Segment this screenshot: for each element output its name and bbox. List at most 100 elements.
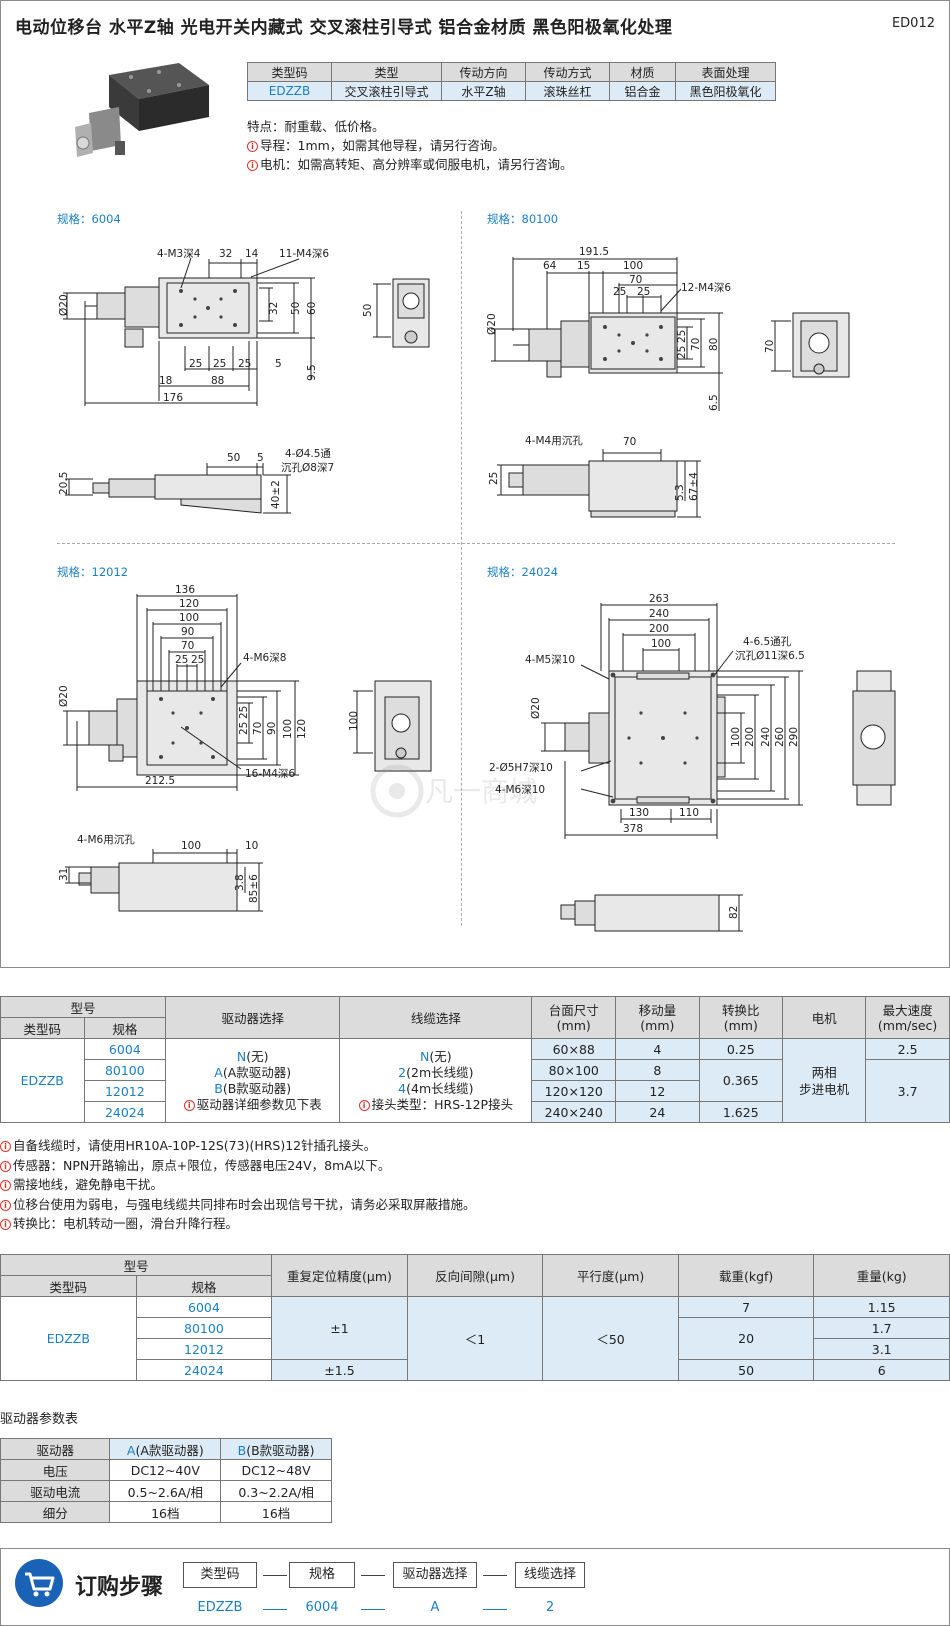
divider-horizontal bbox=[57, 543, 895, 544]
info-icon: i bbox=[0, 1160, 11, 1172]
spec-value: 交叉滚柱引导式 bbox=[331, 81, 442, 101]
dim-label: 50 bbox=[290, 302, 302, 315]
driver-params-caption: 驱动器参数表 bbox=[0, 1412, 79, 1427]
col-driver: 驱动器 bbox=[0, 1438, 111, 1460]
dim-label: 12-M4深6 bbox=[681, 282, 731, 294]
table-size-cell: 120×120 bbox=[531, 1080, 617, 1102]
dim-label: 67±4 bbox=[688, 472, 700, 501]
weight-cell: 1.15 bbox=[813, 1296, 950, 1318]
drawing-panel: 电动位移台 水平Z轴 光电开关内藏式 交叉滚柱引导式 铝合金材质 黑色阳极氧化处… bbox=[0, 0, 950, 968]
speed-cell: 2.5 bbox=[865, 1038, 950, 1060]
dim-label: 11-M4深6 bbox=[279, 248, 329, 260]
info-icon: i bbox=[358, 1099, 370, 1111]
order-connector bbox=[483, 1609, 507, 1610]
order-step-cable: 线缆选择 bbox=[515, 1562, 585, 1588]
dim-label: 25 bbox=[637, 286, 650, 298]
col-weight: 重量(kg) bbox=[813, 1254, 950, 1297]
spec-value: EDZZB bbox=[247, 81, 332, 101]
driver-params-table: 驱动器 A(A款驱动器) B(B款驱动器) 电压 DC12~40V DC12~4… bbox=[0, 1438, 332, 1523]
table-size-cell: 80×100 bbox=[531, 1059, 617, 1081]
driver-b-header: B(B款驱动器) bbox=[220, 1438, 332, 1460]
dim-label: 40±2 bbox=[270, 480, 282, 509]
dim-label: 100 bbox=[348, 711, 360, 731]
size-cell: 24024 bbox=[83, 1101, 167, 1123]
spec-header: 材质 bbox=[609, 62, 676, 82]
dim-label: 191.5 bbox=[579, 246, 609, 258]
order-connector bbox=[263, 1609, 287, 1610]
dim-label: 200 bbox=[649, 623, 669, 635]
travel-cell: 8 bbox=[615, 1059, 700, 1081]
dim-label: 4-6.5通孔 bbox=[743, 635, 792, 648]
spec-value: 滚珠丝杠 bbox=[525, 81, 610, 101]
repeat-cell: ±1.5 bbox=[271, 1359, 408, 1381]
dim-label: 100 bbox=[730, 727, 742, 747]
size-cell: 12012 bbox=[83, 1080, 167, 1102]
ratio-cell: 1.625 bbox=[698, 1101, 784, 1123]
dim-label: 2-Ø5H7深10 bbox=[489, 762, 553, 774]
dim-label: 100 bbox=[651, 638, 671, 650]
size-cell: 6004 bbox=[83, 1038, 167, 1060]
spec-label-80100: 规格：80100 bbox=[487, 212, 559, 226]
order-value-driver: A bbox=[430, 1600, 440, 1615]
dim-label: 378 bbox=[623, 823, 643, 835]
catalog-code: ED012 bbox=[891, 16, 935, 31]
dim-label: 64 bbox=[543, 260, 557, 272]
dim-label: 14 bbox=[245, 248, 259, 260]
driver-a-header: A(A款驱动器) bbox=[109, 1438, 222, 1460]
order-connector bbox=[263, 1575, 287, 1576]
watermark: 凡一商城 bbox=[370, 764, 537, 818]
parallel-cell: ＜50 bbox=[542, 1296, 679, 1381]
ratio-cell: 0.365 bbox=[698, 1059, 784, 1102]
col-model: 型号 bbox=[0, 996, 167, 1018]
order-value-cable: 2 bbox=[545, 1600, 555, 1615]
dim-label: 70 bbox=[764, 340, 776, 353]
dim-label: 70 bbox=[690, 338, 702, 351]
dim-label: 88 bbox=[211, 375, 224, 387]
load-cell: 7 bbox=[677, 1296, 815, 1318]
dim-label: 25 bbox=[613, 286, 626, 298]
dim-label: 4-M4用沉孔 bbox=[525, 434, 583, 447]
dim-label: 212.5 bbox=[145, 775, 175, 787]
selection-table: 型号 驱动器选择 线缆选择 台面尺寸 (mm) 移动量 (mm) 转换比 (mm… bbox=[0, 996, 950, 1123]
feature-line: 特点：耐重载、低价格。 bbox=[247, 119, 385, 134]
info-icon: i bbox=[183, 1099, 195, 1111]
param-cell: DC12~48V bbox=[220, 1459, 332, 1481]
dim-label: 5 bbox=[257, 452, 264, 464]
dim-label: 9.5 bbox=[306, 364, 318, 381]
dim-label: 80 bbox=[708, 338, 720, 351]
size-cell: 80100 bbox=[135, 1317, 273, 1339]
dim-label: 32 bbox=[219, 248, 232, 260]
spec-value: 黑色阳极氧化 bbox=[675, 81, 776, 101]
performance-table: 型号 重复定位精度(μm) 反向间隙(μm) 平行度(μm) 载重(kgf) 重… bbox=[0, 1254, 950, 1381]
dim-label: 25 bbox=[238, 358, 251, 370]
dim-label: 25 bbox=[238, 722, 250, 735]
motor-cell: 两相 步进电机 bbox=[782, 1038, 867, 1123]
dim-label: 4-Ø4.5通 bbox=[285, 448, 331, 460]
spec-table: 类型码 类型 传动方向 传动方式 材质 表面处理 EDZZB 交叉滚柱引导式 水… bbox=[247, 62, 776, 101]
order-connector bbox=[361, 1575, 385, 1576]
dim-label: 120 bbox=[296, 719, 308, 739]
size-cell: 80100 bbox=[83, 1059, 167, 1081]
order-step-driver: 驱动器选择 bbox=[393, 1562, 477, 1588]
dim-label: Ø20 bbox=[58, 294, 70, 316]
param-cell: 16档 bbox=[109, 1501, 222, 1523]
col-load: 载重(kgf) bbox=[677, 1254, 815, 1297]
product-image bbox=[75, 63, 209, 157]
dim-label: 90 bbox=[181, 626, 194, 638]
dim-label: 5.3 bbox=[674, 484, 686, 501]
dim-label: 100 bbox=[179, 612, 199, 624]
dim-label: 沉孔Ø8深7 bbox=[281, 461, 334, 474]
order-step-size: 规格 bbox=[289, 1562, 355, 1588]
size-cell: 12012 bbox=[135, 1338, 273, 1360]
row-label: 驱动电流 bbox=[0, 1480, 111, 1502]
row-label: 细分 bbox=[0, 1501, 111, 1523]
type-code-cell: EDZZB bbox=[0, 1296, 137, 1381]
col-type-code: 类型码 bbox=[0, 1275, 137, 1297]
travel-cell: 12 bbox=[615, 1080, 700, 1102]
dim-label: 25 bbox=[175, 654, 188, 666]
dim-label: Ø20 bbox=[486, 313, 498, 335]
spec-label-12012: 规格：12012 bbox=[57, 565, 129, 579]
dim-label: 4-M6深8 bbox=[243, 652, 286, 664]
